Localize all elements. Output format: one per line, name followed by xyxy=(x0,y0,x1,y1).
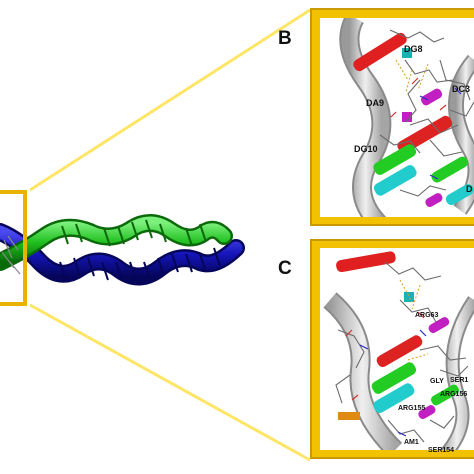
panel-c-label-arg155: ARG155 xyxy=(398,405,425,412)
panel-c-label-ser154: SER154 xyxy=(428,447,454,454)
callout-lines xyxy=(29,8,311,462)
panel-b-letter: B xyxy=(278,28,292,49)
coiled-coil-helices xyxy=(0,214,245,286)
panel-b-label-dg8: DG8 xyxy=(404,44,423,54)
panel-c-label-arg156: ARG156 xyxy=(440,391,467,398)
panel-b-structure xyxy=(339,18,474,217)
zoom-region-box xyxy=(0,190,27,306)
panel-c: ARG63 GLY SER1 ARG156 ARG155 AM1 SER154 xyxy=(310,239,474,459)
panel-c-label-ser1: SER1 xyxy=(450,377,468,384)
panel-c-structure xyxy=(323,251,474,450)
blue-helix xyxy=(0,223,245,286)
panel-c-label-gly: GLY xyxy=(430,378,444,385)
panel-b-label-d: D xyxy=(466,184,473,194)
panel-c-letter: C xyxy=(278,258,292,279)
green-helix xyxy=(0,214,233,271)
panel-b-label-dc3: DC3 xyxy=(452,84,470,94)
panel-b-label-dg10: DG10 xyxy=(354,144,378,154)
panel-c-label-am1: AM1 xyxy=(404,439,419,446)
side-chain-sticks xyxy=(1,235,21,275)
panel-c-label-arg63: ARG63 xyxy=(415,312,438,319)
panel-b: DG8 DC3 DA9 DG10 D xyxy=(310,8,474,226)
panel-b-label-da9: DA9 xyxy=(366,98,384,108)
